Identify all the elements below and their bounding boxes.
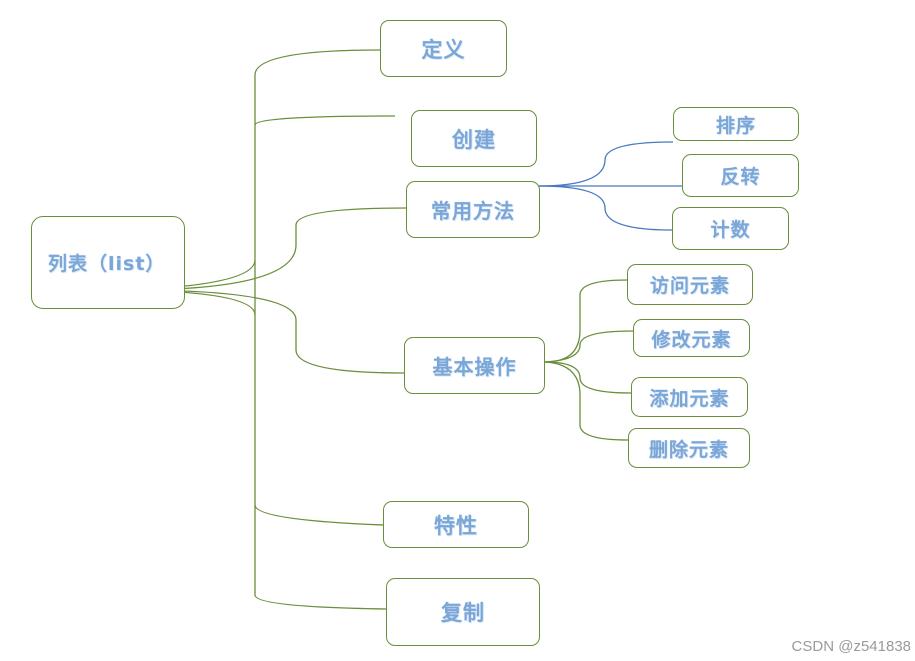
root-node-list: 列表（list）	[31, 216, 185, 309]
connector-count	[537, 185, 673, 231]
root-node-label: 列表（list）	[48, 253, 166, 275]
node-basic-ops-label: 基本操作	[432, 355, 517, 379]
node-reverse-label: 反转	[720, 166, 761, 188]
connector-copy	[254, 594, 387, 610]
node-count: 计数	[672, 207, 789, 250]
node-add-label: 添加元素	[649, 387, 730, 410]
node-features: 特性	[383, 501, 529, 548]
node-add: 添加元素	[631, 377, 748, 417]
node-delete-label: 删除元素	[648, 438, 729, 461]
node-features-label: 特性	[434, 513, 478, 538]
node-create-label: 创建	[452, 127, 496, 152]
connector-features	[254, 504, 384, 526]
node-delete: 删除元素	[628, 428, 750, 468]
node-basic-ops: 基本操作	[404, 337, 545, 394]
node-modify: 修改元素	[633, 319, 750, 357]
node-copy-label: 复制	[441, 601, 485, 625]
connector-access	[544, 279, 628, 363]
node-definition: 定义	[380, 20, 507, 77]
connector-basic-ops	[127, 289, 405, 374]
connector-create	[254, 115, 396, 126]
connector-sort	[537, 141, 674, 187]
node-create: 创建	[411, 110, 537, 167]
connector-definition	[254, 49, 381, 76]
connector-add	[544, 361, 632, 394]
node-access: 访问元素	[627, 264, 753, 305]
node-definition-label: 定义	[421, 37, 466, 62]
node-copy: 复制	[386, 578, 540, 646]
node-count-label: 计数	[710, 219, 751, 241]
node-sort-label: 排序	[715, 114, 756, 137]
node-common-methods-label: 常用方法	[431, 199, 515, 223]
node-reverse: 反转	[682, 154, 799, 197]
watermark: CSDN @z541838	[791, 638, 911, 655]
connector-common-methods	[127, 207, 407, 291]
connector-modify	[544, 330, 634, 363]
node-sort: 排序	[673, 107, 799, 141]
connector-delete	[544, 361, 629, 441]
node-modify-label: 修改元素	[651, 328, 732, 351]
node-common-methods: 常用方法	[406, 181, 540, 238]
node-access-label: 访问元素	[649, 275, 730, 297]
